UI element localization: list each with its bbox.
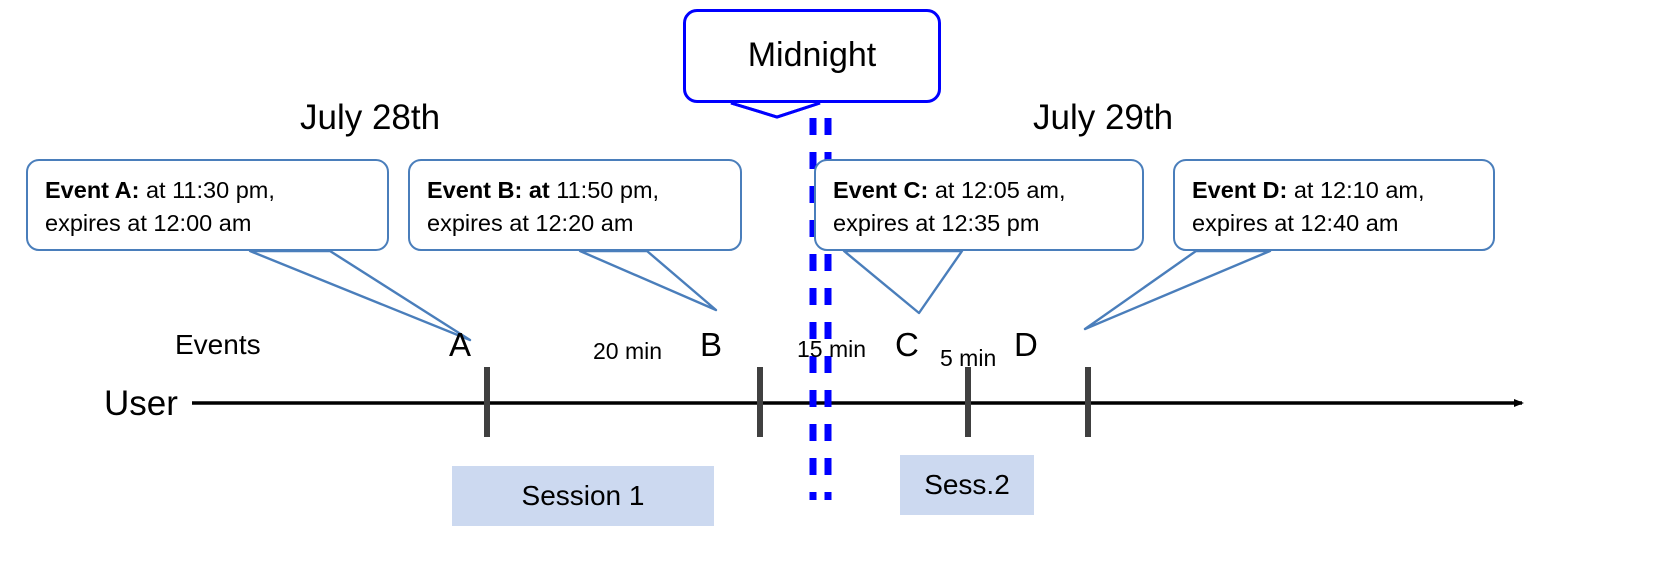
marker-letter-d: D bbox=[1014, 326, 1038, 363]
event-callout-a-bold: Event A: bbox=[45, 177, 140, 203]
event-callout-a: Event A: at 11:30 pm, expires at 12:00 a… bbox=[26, 159, 389, 251]
event-callout-b-bold: Event B: at bbox=[427, 177, 550, 203]
interval-label-b-c: 15 min bbox=[797, 336, 867, 362]
callout-d-pointer bbox=[1083, 249, 1272, 331]
event-callout-c-line2: expires at 12:35 pm bbox=[833, 210, 1040, 237]
event-callout-d-bold: Event D: bbox=[1192, 177, 1288, 203]
callout-a-pointer bbox=[248, 249, 472, 342]
event-callout-a-line1: at 11:30 pm, bbox=[139, 177, 275, 203]
user-row-label: User bbox=[104, 384, 178, 423]
marker-letter-c: C bbox=[895, 326, 919, 363]
event-callout-b-line1: 11:50 pm, bbox=[549, 177, 660, 203]
session-block-1: Session 1 bbox=[452, 466, 714, 526]
midnight-callout-tail bbox=[730, 101, 821, 119]
event-callout-d-text: Event D: at 12:10 am, expires at 12:40 a… bbox=[1192, 174, 1483, 241]
marker-letter-b: B bbox=[700, 326, 723, 363]
event-callout-d-line1: at 12:10 am, bbox=[1287, 177, 1425, 203]
event-callout-a-text: Event A: at 11:30 pm, expires at 12:00 a… bbox=[45, 174, 377, 241]
callout-b-pointer bbox=[578, 249, 718, 312]
event-callout-b-text: Event B: at 11:50 pm, expires at 12:20 a… bbox=[427, 174, 730, 241]
event-callout-c-text: Event C: at 12:05 am, expires at 12:35 p… bbox=[833, 174, 1132, 241]
event-callout-c: Event C: at 12:05 am, expires at 12:35 p… bbox=[814, 159, 1144, 251]
event-callout-d: Event D: at 12:10 am, expires at 12:40 a… bbox=[1173, 159, 1495, 251]
event-callout-c-bold: Event C: bbox=[833, 177, 929, 203]
callout-c-pointer bbox=[842, 249, 964, 315]
interval-label-a-b: 20 min bbox=[593, 338, 663, 364]
event-callout-b: Event B: at 11:50 pm, expires at 12:20 a… bbox=[408, 159, 742, 251]
midnight-callout: Midnight bbox=[683, 9, 941, 103]
date-heading-left: July 28th bbox=[300, 98, 441, 137]
event-callout-b-line2: expires at 12:20 am bbox=[427, 210, 634, 237]
event-callout-d-line2: expires at 12:40 am bbox=[1192, 210, 1399, 237]
events-row-label: Events bbox=[175, 329, 261, 360]
event-callout-c-line1: at 12:05 am, bbox=[928, 177, 1066, 203]
session-block-2: Sess.2 bbox=[900, 455, 1034, 515]
marker-letter-a: A bbox=[449, 326, 472, 363]
event-callout-a-line2: expires at 12:00 am bbox=[45, 210, 252, 237]
interval-label-c-d: 5 min bbox=[940, 345, 997, 371]
date-heading-right: July 29th bbox=[1033, 98, 1174, 137]
event-tick-marks bbox=[484, 367, 1091, 437]
midnight-label: Midnight bbox=[747, 36, 877, 74]
